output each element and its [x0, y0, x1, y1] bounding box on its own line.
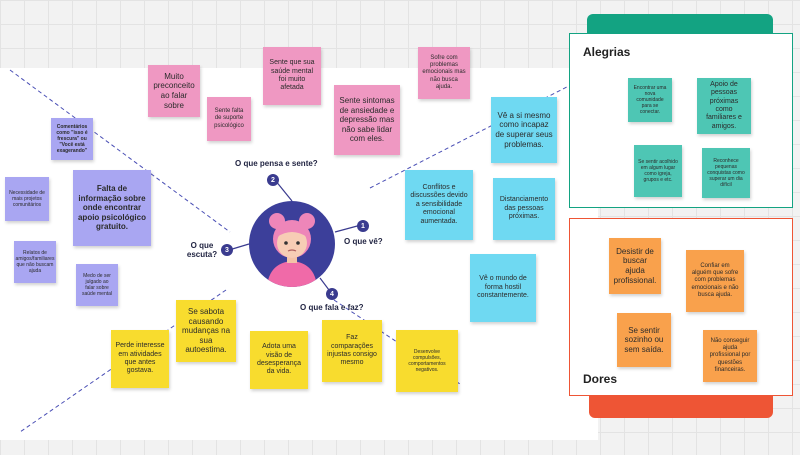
sticky-note[interactable]: Confiar em alguém que sofre com problema…	[686, 250, 744, 312]
sticky-note[interactable]: Vê a si mesmo como incapaz de superar se…	[491, 97, 557, 163]
sticky-note[interactable]: Adota uma visão de desesperança da vida.	[250, 331, 308, 389]
sticky-note[interactable]: Sente sintomas de ansiedade e depressão …	[334, 85, 400, 155]
step-number-4: 4	[326, 288, 338, 300]
step-number-2: 2	[267, 174, 279, 186]
alegrias-header-bar	[587, 14, 773, 34]
sticky-note[interactable]: Sente falta de suporte psicológico	[207, 97, 251, 141]
sticky-note[interactable]: Medo de ser julgado ao falar sobre saúde…	[76, 264, 118, 306]
sticky-note[interactable]: Distanciamento das pessoas próximas.	[493, 178, 555, 240]
persona-illustration	[267, 213, 317, 287]
sticky-note[interactable]: Desistir de buscar ajuda profissional.	[609, 238, 661, 294]
sticky-note[interactable]: Conflitos e discussões devido a sensibil…	[405, 170, 473, 240]
sticky-note[interactable]: Sofre com problemas emocionais mas não b…	[418, 47, 470, 99]
dores-title: Dores	[583, 372, 618, 386]
sticky-note[interactable]: Relatos de amigos/familiares que não bus…	[14, 241, 56, 283]
sticky-note[interactable]: Vê o mundo de forma hostil constantement…	[470, 254, 536, 322]
dores-panel	[569, 218, 793, 396]
dores-footer-bar	[589, 396, 773, 418]
sticky-note[interactable]: Faz comparações injustas consigo mesmo	[322, 320, 382, 382]
step-number-3: 3	[221, 244, 233, 256]
sticky-note[interactable]: Se sentir sozinho ou sem saída.	[617, 313, 671, 367]
question-label-think-feel: O que pensa e sente?	[235, 159, 318, 168]
sticky-note[interactable]: Comentários como "isso é frescura" ou "V…	[51, 118, 93, 160]
question-label-say-do: O que fala e faz?	[300, 303, 364, 312]
sticky-note[interactable]: Sente que sua saúde mental foi muito afe…	[263, 47, 321, 105]
sticky-note[interactable]: Se sentir acolhido em algum lugar como i…	[634, 145, 682, 197]
sticky-note[interactable]: Perde interesse em atividades que antes …	[111, 330, 169, 388]
sticky-note[interactable]: Desenvolve compulsões, comportamentos ne…	[396, 330, 458, 392]
alegrias-title: Alegrias	[583, 45, 631, 59]
sticky-note[interactable]: Se sabota causando mudanças na sua autoe…	[176, 300, 236, 362]
sticky-note[interactable]: Falta de informação sobre onde encontrar…	[73, 170, 151, 246]
sticky-note[interactable]: Muito preconceito ao falar sobre	[148, 65, 200, 117]
step-number-1: 1	[357, 220, 369, 232]
sticky-note[interactable]: Não conseguir ajuda profissional por que…	[703, 330, 757, 382]
sticky-note[interactable]: Reconhece pequenas conquistas como super…	[702, 148, 750, 198]
sticky-note[interactable]: Encontrar uma nova comunidade para se co…	[628, 78, 672, 122]
sticky-note[interactable]: Apoio de pessoas próximas como familiare…	[697, 78, 751, 134]
question-label-see: O que vê?	[344, 237, 383, 246]
sticky-note[interactable]: Necessidade de mais projetos comunitário…	[5, 177, 49, 221]
question-label-hear: O que escuta?	[186, 241, 218, 259]
persona-avatar[interactable]	[249, 201, 335, 287]
